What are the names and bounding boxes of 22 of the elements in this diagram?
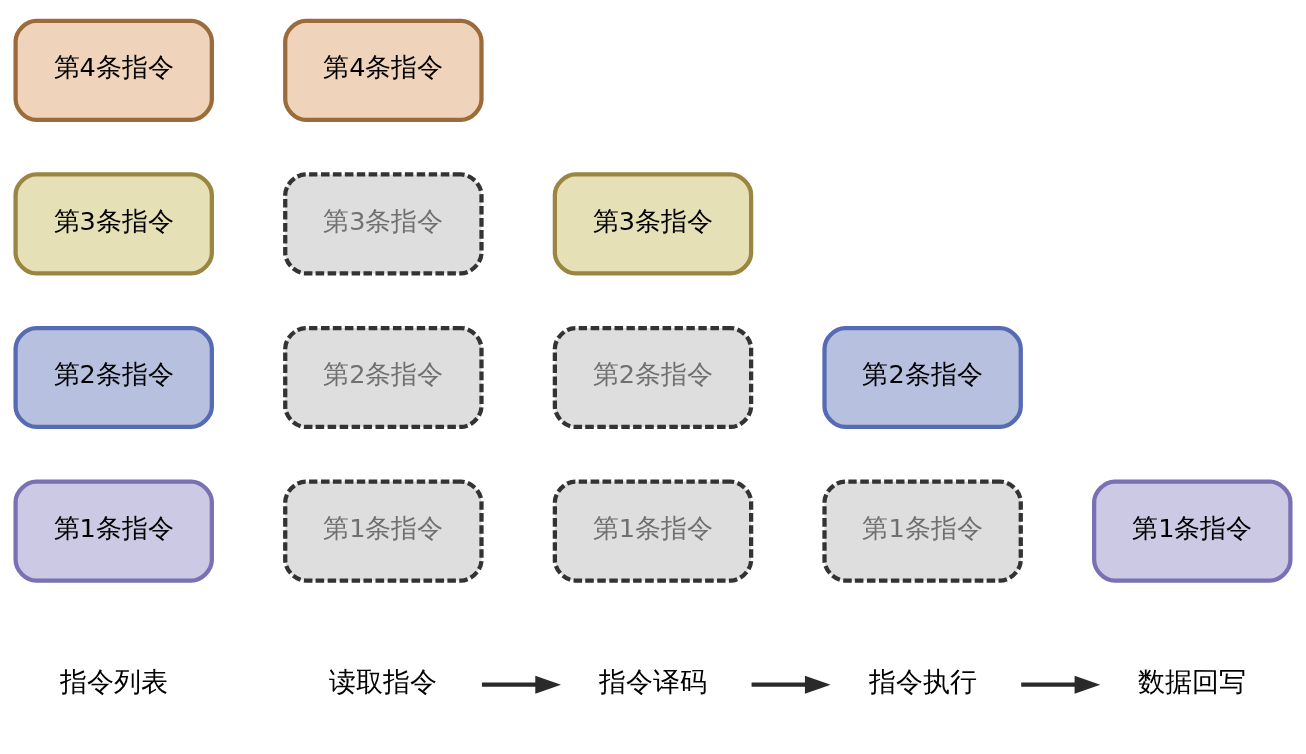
node-text: 读取指令	[329, 665, 438, 697]
arrow	[481, 675, 561, 694]
node-box: 第1条指令	[822, 478, 1023, 583]
node-box: 第2条指令	[13, 325, 214, 429]
arrow	[751, 675, 831, 694]
node-box: 第4条指令	[13, 18, 214, 122]
node-box: 第2条指令	[822, 325, 1023, 429]
node-box: 第1条指令	[13, 478, 214, 583]
node-text: 指令译码	[599, 665, 707, 697]
arrow	[1021, 675, 1101, 694]
node-box: 第1条指令	[1092, 478, 1293, 583]
node-text: 数据回写	[1138, 665, 1247, 697]
node-text: 指令执行	[868, 665, 977, 697]
node-box: 第4条指令	[283, 18, 484, 122]
node-box: 第3条指令	[13, 171, 214, 276]
node-box: 第2条指令	[283, 325, 484, 429]
node-box: 第3条指令	[283, 171, 484, 276]
node-box: 第3条指令	[552, 171, 754, 276]
label: 指令列表	[59, 665, 168, 697]
node-box: 第1条指令	[283, 478, 484, 583]
node-box: 第2条指令	[552, 325, 754, 429]
node-box: 第1条指令	[552, 478, 754, 583]
